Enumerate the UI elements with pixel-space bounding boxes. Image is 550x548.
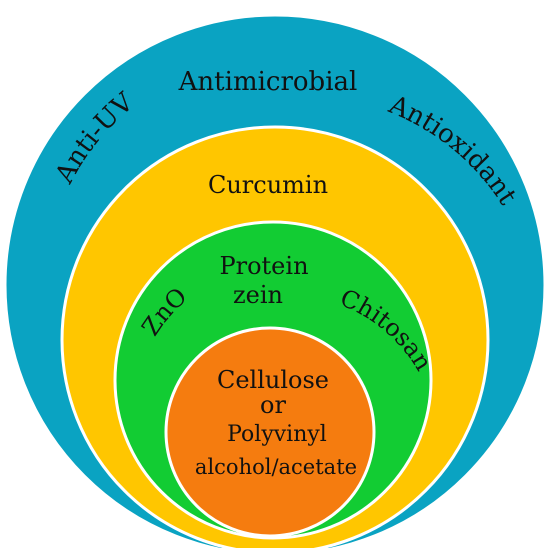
inner-label-alcohol-acetate: alcohol/acetate xyxy=(195,455,357,479)
third-label-protein: Protein xyxy=(219,252,308,280)
second-label-curcumin: Curcumin xyxy=(208,171,328,199)
inner-label-polyvinyl: Polyvinyl xyxy=(227,422,327,447)
inner-label-cellulose: Cellulose xyxy=(217,366,329,394)
inner-label-or: or xyxy=(260,391,286,419)
outer-label-antimicrobial: Antimicrobial xyxy=(178,67,358,97)
third-label-zein: zein xyxy=(233,281,283,309)
inner-core-circle xyxy=(164,326,376,538)
